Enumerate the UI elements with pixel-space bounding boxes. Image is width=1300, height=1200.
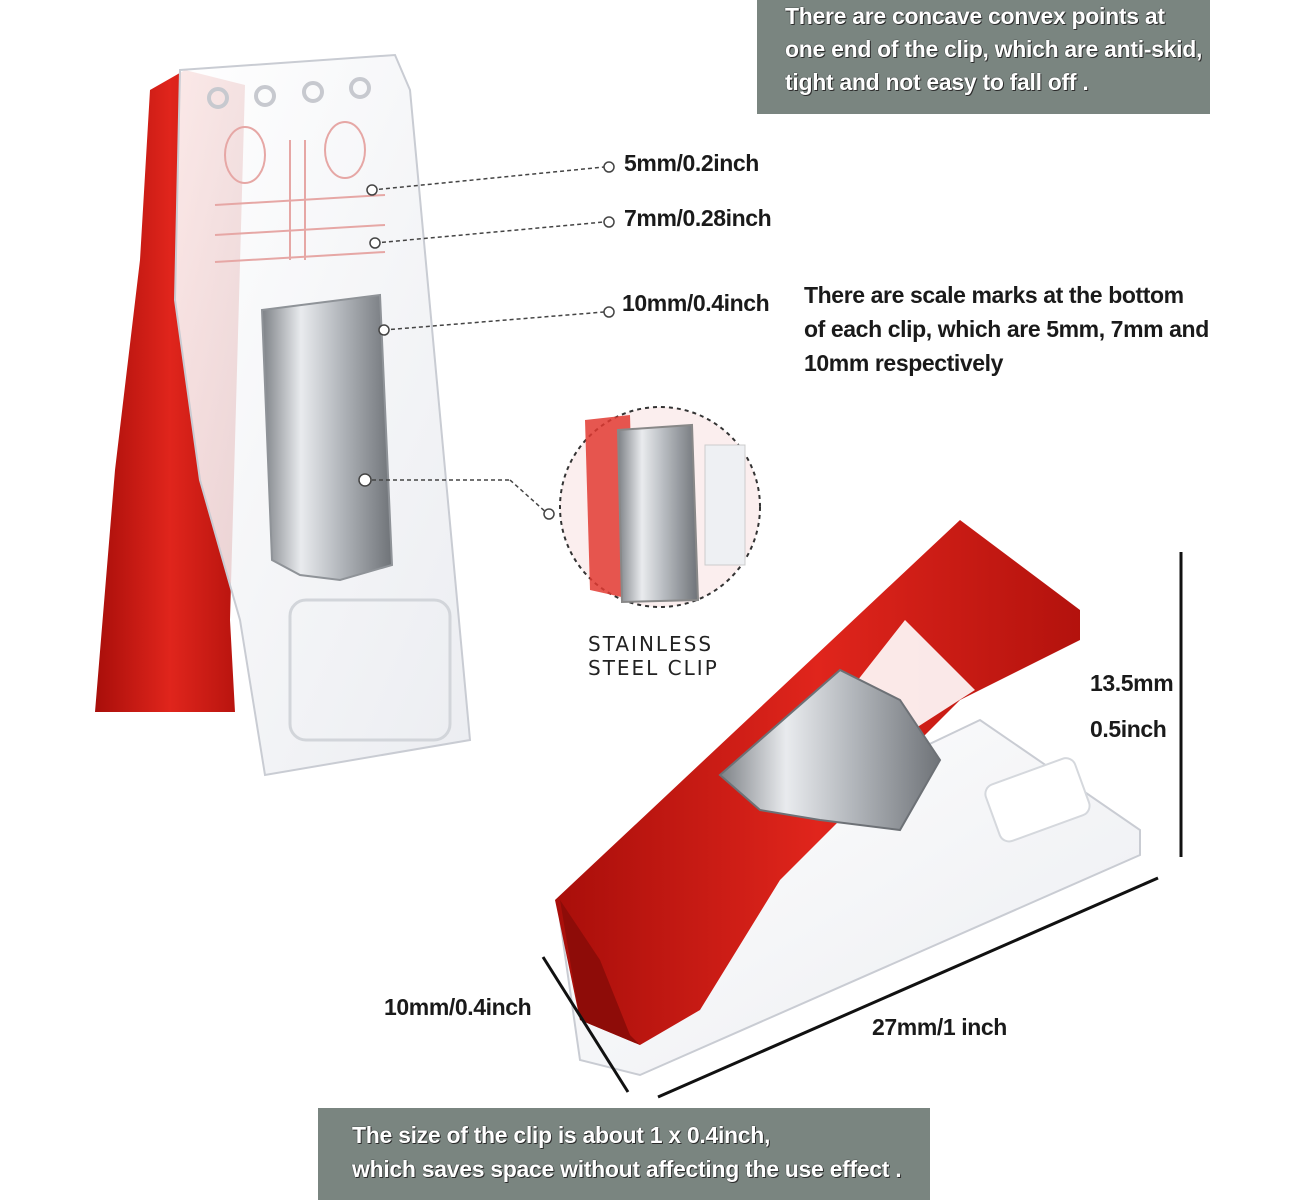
top-banner-line: There are concave convex points at	[785, 3, 1165, 29]
scale-mark-10mm: 10mm/0.4inch	[622, 290, 770, 316]
bottom-banner: The size of the clip is about 1 x 0.4inc…	[318, 1108, 930, 1200]
top-banner: There are concave convex points at one e…	[757, 0, 1210, 114]
height-mm-label: 13.5mm	[1090, 670, 1174, 696]
steel-clip-label-line: STEEL CLIP	[588, 656, 719, 680]
steel-clip-label: STAINLESS STEEL CLIP	[588, 632, 719, 680]
scale-lines	[214, 121, 386, 263]
scale-mark-5mm: 5mm/0.2inch	[624, 150, 759, 176]
width-label: 10mm/0.4inch	[384, 994, 532, 1020]
dimension-lines	[541, 552, 1183, 1099]
scale-description-line: 10mm respectively	[804, 350, 1004, 376]
scale-description: There are scale marks at the bottom of e…	[804, 278, 1224, 380]
grip-dots	[207, 77, 371, 109]
bottom-banner-line: which saves space without affecting the …	[352, 1156, 902, 1182]
scale-description-line: There are scale marks at the bottom	[804, 282, 1184, 308]
height-inch-label: 0.5inch	[1090, 716, 1167, 742]
top-banner-line: tight and not easy to fall off .	[785, 69, 1089, 95]
top-banner-line: one end of the clip, which are anti-skid…	[785, 36, 1203, 62]
steel-spring-lying	[718, 668, 942, 832]
steel-spring-upright	[260, 293, 394, 582]
upright-clip	[95, 53, 472, 777]
scale-mark-7mm: 7mm/0.28inch	[624, 205, 772, 231]
scale-leaders	[358, 161, 615, 520]
bottom-banner-line: The size of the clip is about 1 x 0.4inc…	[352, 1122, 771, 1148]
scale-description-line: of each clip, which are 5mm, 7mm and	[804, 316, 1209, 342]
steel-clip-label-line: STAINLESS	[588, 632, 714, 656]
length-label: 27mm/1 inch	[872, 1014, 1007, 1040]
lying-clip	[555, 520, 1141, 1077]
steel-clip-zoom	[559, 406, 761, 608]
